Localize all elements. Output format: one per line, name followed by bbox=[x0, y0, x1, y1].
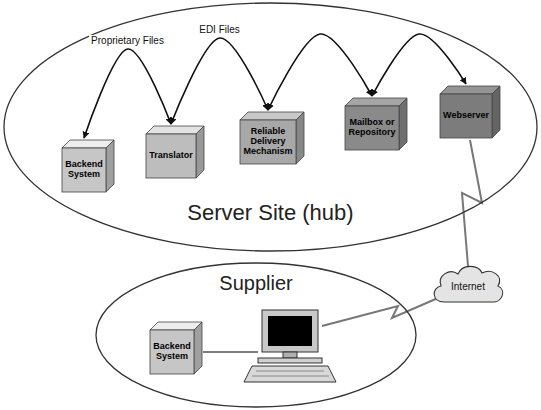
system-name: Backend System bbox=[153, 342, 191, 362]
system-name: Mailbox or Repository bbox=[348, 118, 396, 138]
edge-label: Proprietary Files bbox=[89, 35, 166, 46]
cube-face: Translator bbox=[146, 134, 196, 178]
file-transfer-arrow bbox=[171, 38, 268, 124]
edge-label: EDI Files bbox=[197, 24, 242, 35]
system-cube: Mailbox or Repository bbox=[345, 98, 407, 150]
system-cube: Translator bbox=[146, 126, 204, 178]
cube-face: Backend System bbox=[62, 148, 106, 192]
system-name: Reliable Delivery Mechanism bbox=[243, 127, 293, 157]
system-cube: Backend System bbox=[150, 322, 202, 374]
lightning-link bbox=[322, 298, 438, 326]
system-name: Webserver bbox=[443, 111, 489, 121]
cube-face: Reliable Delivery Mechanism bbox=[240, 120, 296, 164]
cube-face: Mailbox or Repository bbox=[345, 106, 399, 150]
cloud-label: Internet bbox=[451, 281, 485, 292]
cube-face: Webserver bbox=[440, 94, 492, 138]
system-cube: Reliable Delivery Mechanism bbox=[240, 112, 304, 164]
cube-face: Backend System bbox=[150, 330, 194, 374]
network-link bbox=[462, 140, 482, 266]
system-name: Translator bbox=[149, 151, 193, 161]
region-title: Supplier bbox=[95, 272, 417, 295]
cable bbox=[203, 351, 258, 353]
network-cloud: Internet bbox=[430, 262, 506, 306]
region-title: Server Site (hub) bbox=[3, 200, 538, 226]
computer-icon bbox=[244, 310, 336, 382]
site-region: SupplierBackend System bbox=[95, 262, 417, 408]
system-cube: Backend System bbox=[62, 140, 114, 192]
system-name: Backend System bbox=[65, 160, 103, 180]
file-transfer-arrow bbox=[84, 49, 171, 138]
site-region: Server Site (hub) Backend System Translato… bbox=[3, 2, 538, 252]
system-cube: Webserver bbox=[440, 86, 500, 138]
